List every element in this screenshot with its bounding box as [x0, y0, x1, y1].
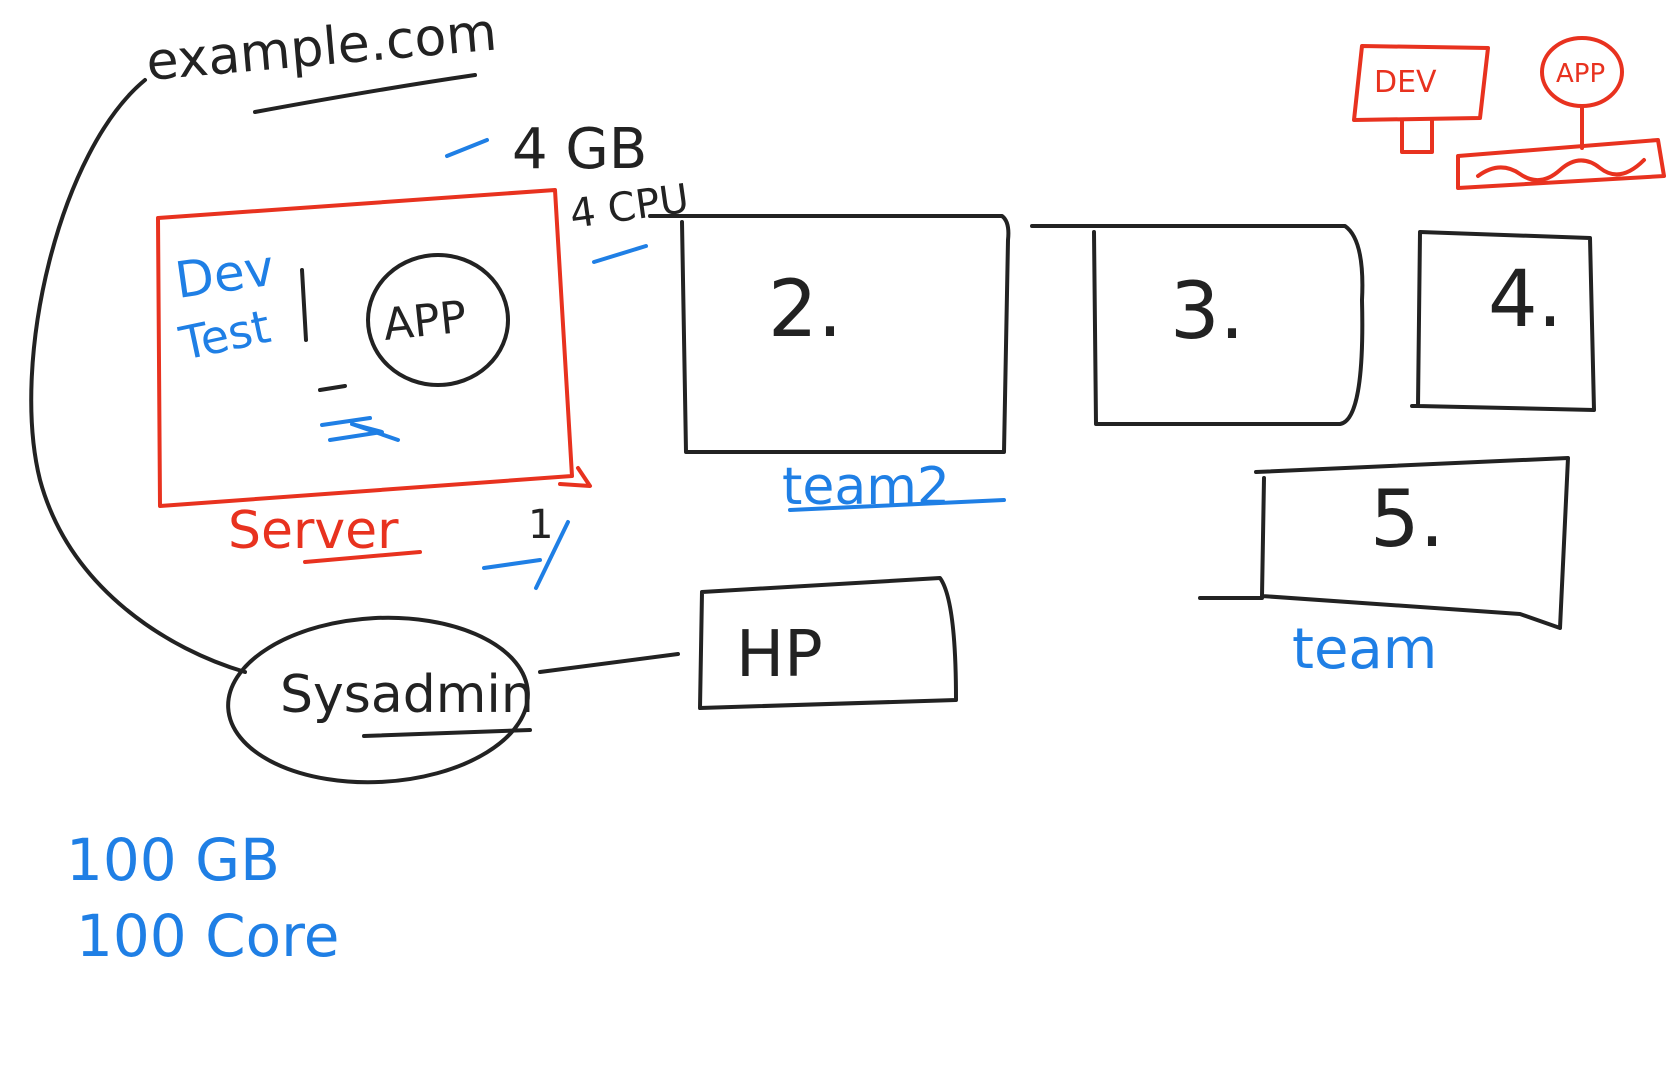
server-box: [156, 188, 574, 508]
mini-dev-label: DEV: [1374, 65, 1437, 100]
mini-dev-stand: [1400, 118, 1434, 154]
cpu-tick-mark: [592, 244, 648, 264]
sysadmin-circle: [226, 615, 530, 785]
dev-test-divider: [300, 268, 308, 342]
domain-underline: [253, 73, 477, 114]
box-4-label: 4.: [1488, 255, 1562, 345]
ram-tick-mark: [445, 138, 489, 158]
box-3-label: 3.: [1170, 267, 1244, 357]
server-label: Server: [228, 501, 399, 561]
box-2: [648, 214, 1011, 454]
mini-dev-monitor: [1352, 44, 1490, 122]
box-5: [1198, 456, 1570, 630]
server-count-mark: [482, 520, 570, 590]
capacity-core-label: 100 Core: [76, 902, 339, 970]
app-dash: [318, 384, 347, 392]
app-label: APP: [381, 292, 469, 351]
sysadmin-to-hp-line: [538, 652, 680, 674]
app-scribble: [320, 416, 400, 442]
box-5-label: 5.: [1370, 475, 1444, 565]
team-label: team: [1292, 617, 1437, 682]
test-label: Test: [174, 299, 275, 371]
hp-label: HP: [736, 618, 823, 692]
capacity-ram-label: 100 GB: [66, 826, 280, 894]
box-4: [1410, 230, 1596, 412]
cpu-label: 4 CPU: [567, 176, 692, 238]
server-box-corner-mark: [558, 466, 592, 488]
box-2-label: 2.: [768, 265, 842, 355]
hp-box: [698, 576, 958, 710]
server-underline: [303, 550, 422, 564]
sysadmin-underline: [362, 728, 532, 738]
domain-to-sysadmin-line: [29, 78, 247, 674]
mini-app-label: APP: [1556, 59, 1605, 89]
dev-label: Dev: [172, 239, 278, 310]
ram-label: 4 GB: [512, 117, 647, 182]
sysadmin-label: Sysadmin: [280, 665, 534, 725]
mini-base-box: [1456, 138, 1666, 190]
app-circle: [366, 253, 510, 387]
box-3: [1030, 224, 1365, 426]
mini-base-scribble: [1476, 158, 1646, 182]
server-count: 1: [528, 502, 553, 548]
team2-underline: [788, 498, 1006, 512]
